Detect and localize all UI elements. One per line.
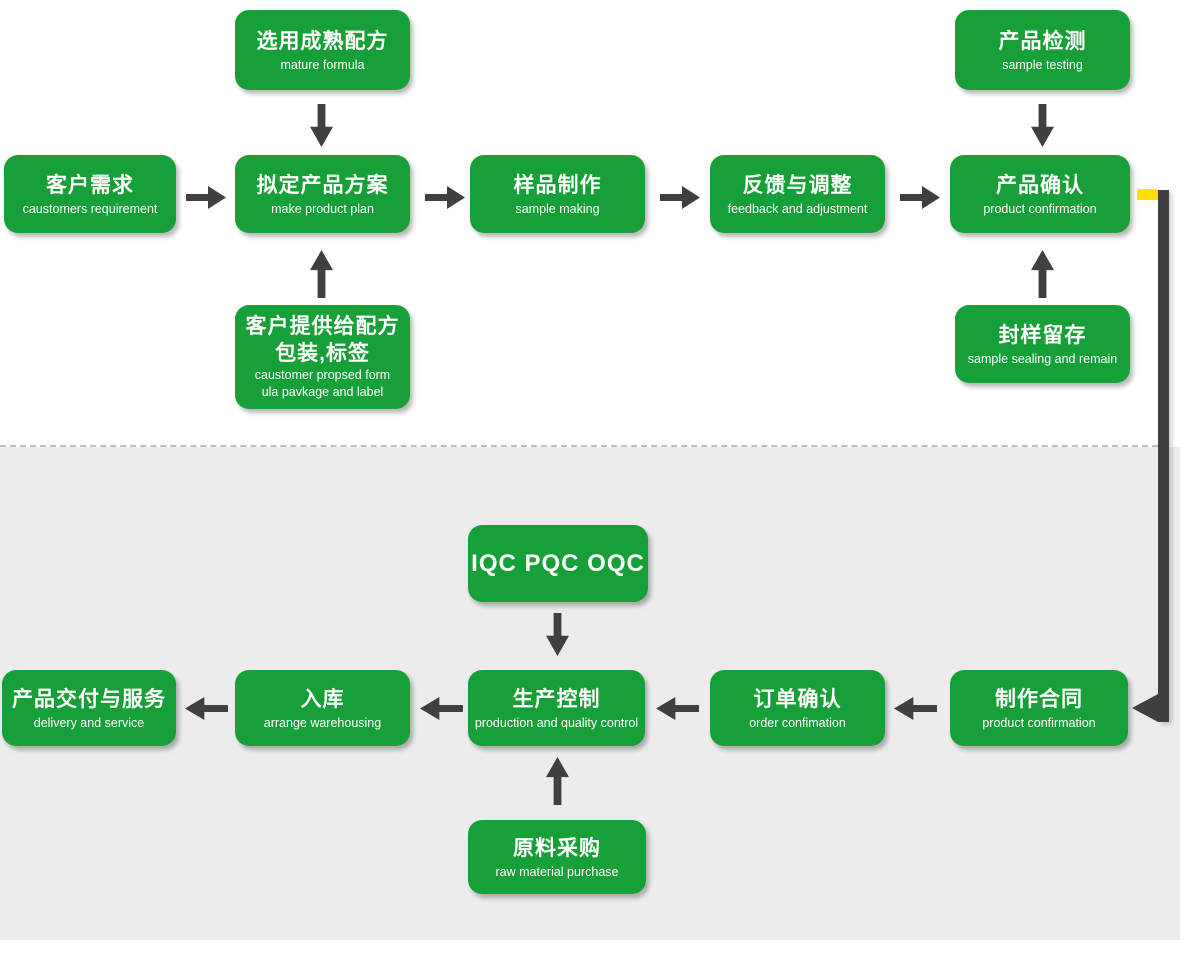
node-subtitle-en: order confimation: [749, 715, 846, 730]
node-customer-requirement: 客户需求 caustomers requirement: [4, 155, 176, 233]
node-sample-making: 样品制作 sample making: [470, 155, 645, 233]
node-subtitle-en: product confirmation: [983, 201, 1097, 216]
arrow-right-icon: [660, 186, 700, 209]
node-title-zh: 订单确认: [753, 687, 842, 711]
node-order-confirmation: 订单确认 order confimation: [710, 670, 885, 746]
node-product-testing: 产品检测 sample testing: [955, 10, 1130, 90]
connector-vertical-line: [1158, 190, 1169, 722]
node-warehousing: 入库 arrange warehousing: [235, 670, 410, 746]
node-subtitle-en: production and quality control: [474, 715, 639, 730]
node-title-zh: 入库: [300, 687, 345, 711]
arrow-down-icon: [310, 104, 333, 147]
node-subtitle-en: caustomers requirement: [22, 201, 158, 216]
node-subtitle-en: mature formula: [280, 57, 365, 72]
node-customer-formula: 客户提供给配方 包装,标签 caustomer propsed form ula…: [235, 305, 410, 409]
node-title-zh: 产品确认: [996, 173, 1084, 197]
node-title-zh: 拟定产品方案: [256, 173, 389, 197]
node-product-plan: 拟定产品方案 make product plan: [235, 155, 410, 233]
node-subtitle-en-line1: caustomer propsed form: [254, 368, 391, 382]
node-title-zh-line2: 包装,标签: [275, 342, 370, 365]
arrow-up-icon: [1031, 250, 1054, 298]
node-subtitle-en: feedback and adjustment: [727, 201, 868, 216]
arrow-right-icon: [186, 186, 226, 209]
arrow-right-icon: [425, 186, 465, 209]
arrow-down-icon: [1031, 104, 1054, 147]
node-title-zh: 反馈与调整: [742, 173, 853, 197]
node-contract: 制作合同 product confirmation: [950, 670, 1128, 746]
node-sample-sealing: 封样留存 sample sealing and remain: [955, 305, 1130, 383]
node-product-confirmation: 产品确认 product confirmation: [950, 155, 1130, 233]
node-subtitle-en: arrange warehousing: [263, 715, 382, 730]
node-subtitle-en: sample sealing and remain: [967, 351, 1118, 366]
connector-yellow-segment: [1137, 189, 1158, 200]
node-subtitle-en: make product plan: [271, 201, 374, 216]
node-subtitle-en: product confirmation: [982, 715, 1096, 730]
node-title-zh: 原料采购: [513, 836, 601, 860]
node-title-zh-line1: 客户提供给配方: [245, 315, 400, 338]
node-title-zh: 制作合同: [995, 687, 1083, 711]
node-mature-formula: 选用成熟配方 mature formula: [235, 10, 410, 90]
node-subtitle-en-line2: ula pavkage and label: [261, 385, 384, 399]
node-title-zh: 选用成熟配方: [256, 29, 389, 53]
node-delivery-service: 产品交付与服务 delivery and service: [2, 670, 176, 746]
node-iqc-pqc-oqc: IQC PQC OQC: [468, 525, 648, 602]
node-title-zh: 客户需求: [46, 173, 134, 197]
node-title-zh: 产品交付与服务: [12, 687, 166, 711]
section-divider-dashed: [0, 445, 1158, 447]
node-title-zh: 封样留存: [998, 323, 1087, 347]
node-subtitle-en: raw material purchase: [495, 864, 619, 879]
arrow-right-icon: [900, 186, 940, 209]
node-title-zh: 样品制作: [513, 173, 602, 197]
node-production-control: 生产控制 production and quality control: [468, 670, 645, 746]
node-feedback-adjustment: 反馈与调整 feedback and adjustment: [710, 155, 885, 233]
node-subtitle-en: sample testing: [1002, 57, 1083, 72]
node-subtitle-en: sample making: [515, 201, 600, 216]
node-title-zh: 产品检测: [998, 29, 1087, 53]
node-title-zh: 生产控制: [512, 687, 601, 711]
node-subtitle-en: delivery and service: [33, 715, 145, 730]
node-raw-material: 原料采购 raw material purchase: [468, 820, 646, 894]
node-title: IQC PQC OQC: [471, 549, 645, 577]
arrow-up-icon: [310, 250, 333, 298]
